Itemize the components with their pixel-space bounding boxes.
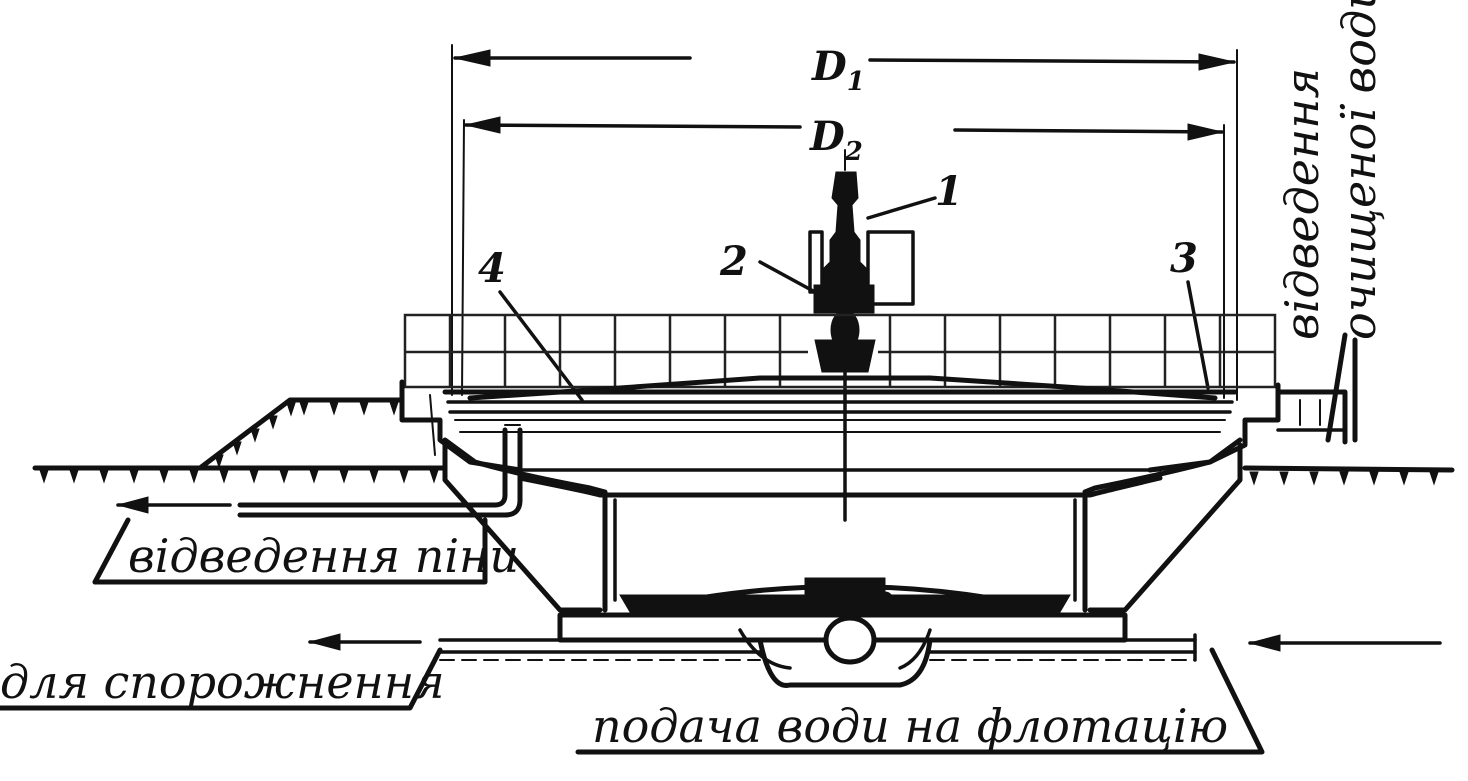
central-drive — [808, 149, 915, 522]
part-4-label: 4 — [478, 245, 506, 292]
clean-water-caption-line1: відведення — [1275, 68, 1329, 340]
dimension-d1: D1 — [451, 43, 1238, 401]
feed-pipe — [928, 633, 1442, 662]
tank-body — [237, 375, 1281, 643]
bottom-pump-mechanism — [738, 577, 933, 688]
walkway-railing — [403, 313, 1277, 389]
drain-caption: для спорожнення — [0, 655, 445, 709]
part-1-label: 1 — [935, 168, 963, 215]
dimension-d2: D2 — [461, 113, 1225, 399]
leader-lines — [498, 196, 1210, 402]
drain-pipe — [308, 633, 762, 661]
water-supply-caption: подача води на флотацію — [592, 699, 1228, 753]
dimension-d1-label: D1 — [811, 43, 865, 97]
caption-underlines — [0, 332, 1358, 755]
foam-removal-caption: відведення піни — [128, 529, 519, 583]
part-2-label: 2 — [719, 238, 748, 285]
dimension-d2-label: D2 — [809, 113, 863, 167]
ground-hatching — [32, 397, 1455, 486]
clean-water-outlet — [1275, 389, 1348, 445]
part-3-label: 3 — [1170, 235, 1198, 282]
foam-removal-arrow — [116, 496, 232, 514]
clean-water-caption-line2: очищеної води — [1332, 0, 1386, 340]
